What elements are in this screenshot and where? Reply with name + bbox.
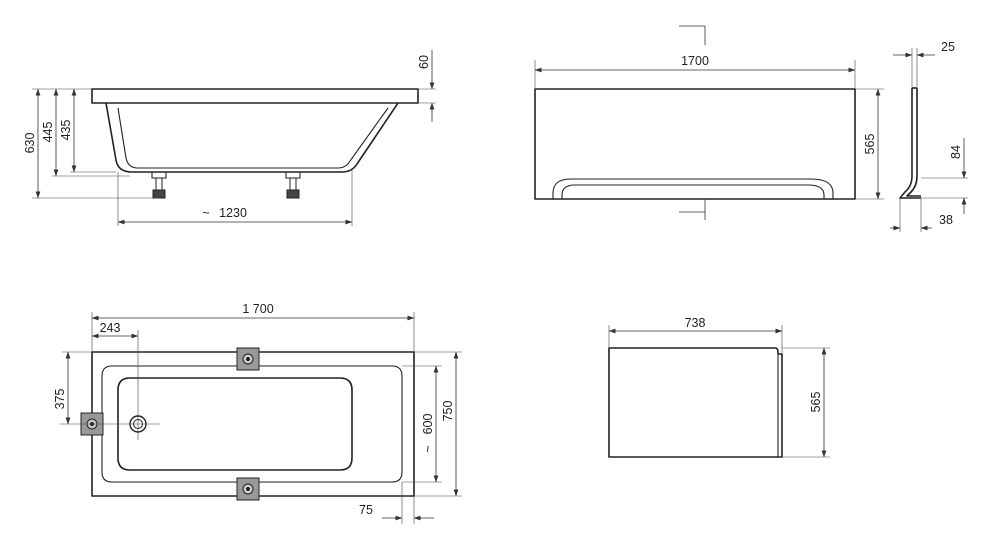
front-panel-outline bbox=[534, 88, 856, 200]
side-view-leg-right bbox=[285, 172, 301, 199]
top-view: 1 700 243 375 ~ 600 750 75 bbox=[53, 302, 462, 524]
dim-end-panel-length: 738 bbox=[685, 316, 706, 330]
dim-top-length: 1 700 bbox=[242, 302, 273, 316]
top-view-basin-edge bbox=[101, 365, 403, 483]
dim-top-drain-y: 375 bbox=[53, 389, 67, 410]
dim-top-approx-mark: ~ bbox=[421, 445, 435, 452]
dim-top-width: 750 bbox=[441, 401, 455, 422]
front-panel-view: 1700 565 bbox=[534, 25, 884, 220]
dim-panel-length: 1700 bbox=[681, 54, 709, 68]
dim-profile-84: 84 bbox=[949, 145, 963, 159]
front-panel-foot-recess bbox=[552, 178, 834, 199]
side-view-rim bbox=[91, 88, 419, 104]
end-panel-view: 738 565 bbox=[608, 316, 830, 458]
leg-bracket-icon bbox=[236, 477, 260, 501]
side-view-inner-wall bbox=[117, 107, 389, 169]
dim-profile-thickness: 25 bbox=[941, 40, 955, 54]
dim-end-panel-height: 565 bbox=[809, 392, 823, 413]
end-panel-outline bbox=[608, 347, 783, 458]
side-view: 630 445 435 60 ~ 1230 bbox=[23, 50, 436, 226]
dim-side-height-445: 445 bbox=[41, 122, 55, 143]
top-view-basin-floor bbox=[117, 377, 353, 471]
dim-side-approx-mark: ~ bbox=[202, 206, 209, 220]
side-view-leg-left bbox=[151, 172, 167, 199]
dim-side-total-height: 630 bbox=[23, 133, 37, 154]
panel-profile-outline bbox=[899, 88, 921, 199]
leg-bracket-icon bbox=[236, 347, 260, 371]
dim-top-drain-offset: 243 bbox=[100, 321, 121, 335]
dim-top-inner-width: 600 bbox=[421, 414, 435, 435]
dim-side-length: 1230 bbox=[219, 206, 247, 220]
dim-panel-height: 565 bbox=[863, 134, 877, 155]
side-view-body bbox=[105, 102, 399, 173]
dim-profile-38: 38 bbox=[939, 213, 953, 227]
dim-side-depth-435: 435 bbox=[59, 120, 73, 141]
dim-top-rim-75: 75 bbox=[359, 503, 373, 517]
panel-profile-view: 25 84 38 bbox=[890, 40, 968, 232]
dim-side-rim-height: 60 bbox=[417, 55, 431, 69]
